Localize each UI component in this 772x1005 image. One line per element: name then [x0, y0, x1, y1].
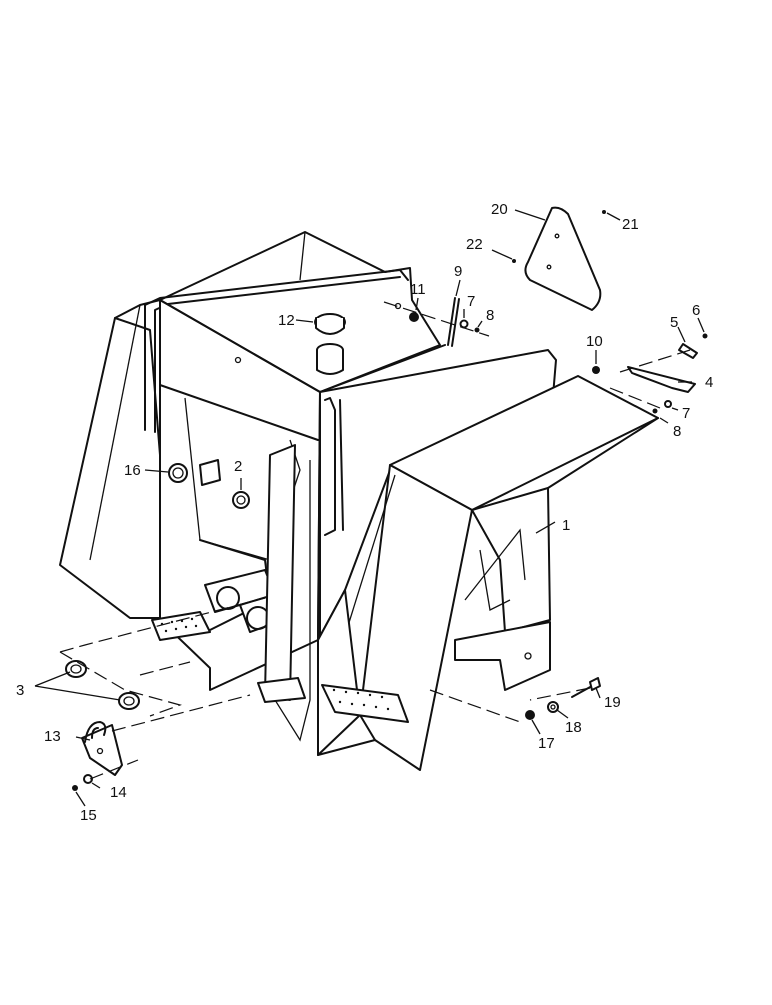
callout-12: 12 [278, 312, 295, 329]
callout-17: 17 [538, 735, 555, 752]
fuel-cap [314, 313, 346, 375]
callout-21: 21 [622, 216, 639, 233]
callout-10: 10 [586, 333, 603, 350]
loose-grommets [65, 660, 140, 710]
callout-8-right: 8 [673, 423, 681, 440]
callout-13: 13 [44, 728, 61, 745]
callout-22: 22 [466, 236, 483, 253]
callout-9: 9 [454, 263, 462, 280]
left-fender [59, 299, 171, 619]
callout-3: 3 [16, 682, 24, 699]
callout-14: 14 [110, 784, 127, 801]
smv-sign [512, 206, 606, 311]
leader-lines [34, 209, 705, 807]
callout-1: 1 [562, 517, 570, 534]
callout-18: 18 [565, 719, 582, 736]
hook-bracket [81, 721, 123, 776]
callout-8-top: 8 [486, 307, 494, 324]
callout-labels: 1 2 3 4 5 6 7 7 8 8 9 10 11 12 13 14 15 … [16, 201, 713, 824]
grommets [168, 459, 250, 509]
left-step [151, 611, 211, 641]
callout-2: 2 [234, 458, 242, 475]
mirror-bracket [592, 333, 708, 414]
rear-right-bracket [454, 528, 551, 691]
callout-7-right: 7 [682, 405, 690, 422]
right-step [257, 677, 409, 723]
callout-5: 5 [670, 314, 678, 331]
hook-hardware [72, 774, 93, 791]
callout-7-top: 7 [467, 293, 475, 310]
callout-6: 6 [692, 302, 700, 319]
top-hardware [383, 301, 490, 337]
callout-15: 15 [80, 807, 97, 824]
assembly-lines [59, 597, 591, 780]
callout-4: 4 [705, 374, 713, 391]
callout-20: 20 [491, 201, 508, 218]
callout-19: 19 [604, 694, 621, 711]
callout-16: 16 [124, 462, 141, 479]
callout-11: 11 [410, 281, 426, 298]
rod [447, 297, 460, 347]
